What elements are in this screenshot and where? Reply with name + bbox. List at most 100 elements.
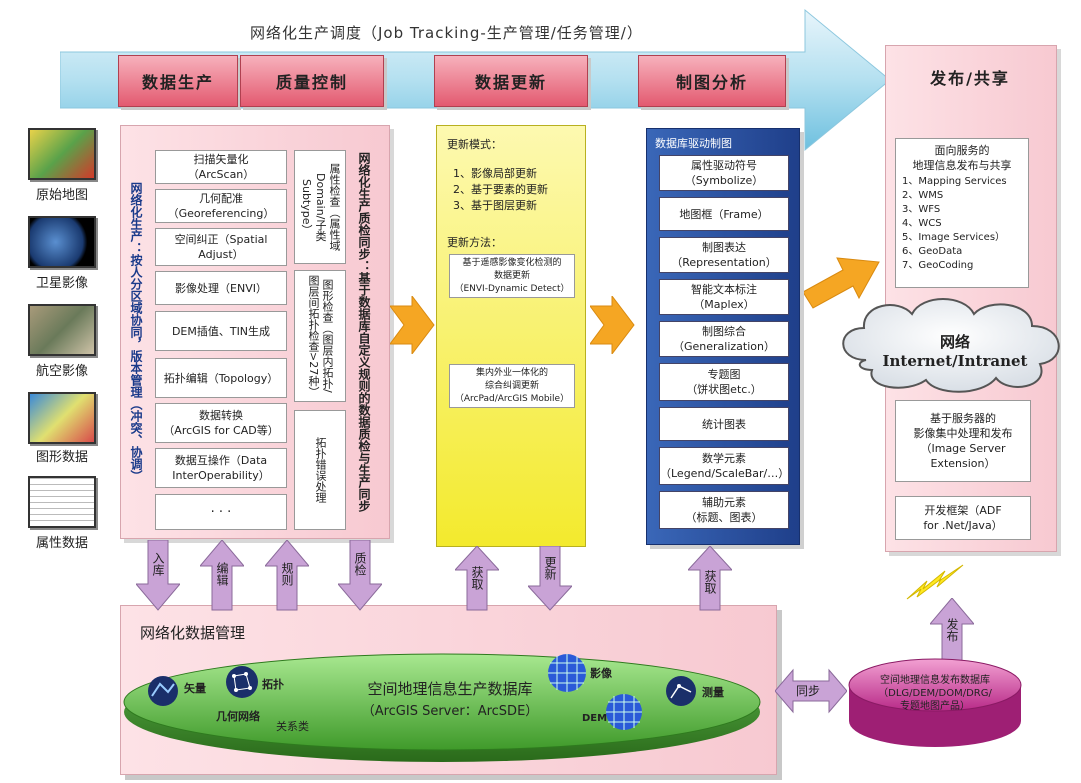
cartography-item: 制图表达 （Representation） [659, 237, 789, 273]
network-cloud-icon [842, 298, 1060, 393]
db-label-dem: DEM [582, 713, 608, 724]
db-label-vector: 矢量 [184, 682, 206, 695]
db-label-survey: 测量 [702, 686, 724, 699]
orange-arrow-icon [803, 257, 880, 309]
qc-sync-label: 网络化生产质检同步：基于数据库自定义规则的数据质检与生产同步 [357, 152, 371, 512]
image-grid-icon [548, 654, 586, 692]
side-label-graphic: 图形数据 [35, 450, 88, 465]
service-item: 2、WMS [902, 190, 944, 201]
publish-services-box: 面向服务的 地理信息发布与共享 1、Mapping Services 2、WMS… [895, 138, 1029, 288]
cartography-item: 智能文本标注 （Maplex） [659, 279, 789, 315]
update-mode-title: 更新模式： [447, 138, 502, 151]
image-server-box: 基于服务器的 影像集中处理和发布 （Image Server Extension… [895, 400, 1031, 482]
side-label-original-map: 原始地图 [35, 188, 88, 203]
aerial-image-icon [28, 304, 96, 356]
production-item: 影像处理（ENVI） [155, 271, 287, 305]
production-item: 空间纠正（Spatial Adjust） [155, 228, 287, 266]
update-method-mobile: 集内外业一体化的 综合纠调更新 （ArcPad/ArcGIS Mobile） [449, 364, 575, 408]
stage-data-production: 数据生产 [118, 55, 238, 107]
production-item: 数据转换 （ArcGIS for CAD等） [155, 403, 287, 443]
production-item: · · · [155, 494, 287, 530]
arrow-label-zhijian: 质检 [353, 552, 367, 576]
original-map-icon [28, 128, 96, 180]
db-label-relationship: 关系类 [276, 720, 309, 733]
stage-cartography: 制图分析 [638, 55, 786, 107]
publish-services-title: 面向服务的 地理信息发布与共享 [912, 144, 1012, 172]
service-item: 7、GeoCoding [902, 260, 974, 271]
diagram-title: 网络化生产调度（Job Tracking-生产管理/任务管理/） [250, 24, 643, 42]
arrow-up-icon [688, 546, 732, 611]
cartography-item: 统计图表 [659, 407, 789, 441]
dem-grid-icon [606, 694, 642, 730]
arrow-down-icon [338, 540, 382, 611]
qc-attribute-check: 属性检查（属性域Domain/子类Subtype） [294, 150, 346, 264]
production-item: 几何配准 （Georeferencing） [155, 189, 287, 223]
cartography-item: 属性驱动符号 （Symbolize） [659, 155, 789, 191]
attribute-data-icon [28, 476, 96, 528]
arrow-label-fabu: 发布 [945, 618, 959, 642]
survey-icon [666, 676, 696, 706]
update-method-title: 更新方法： [447, 236, 502, 249]
db-label-geometric-network: 几何网络 [216, 710, 260, 723]
db-label-topology: 拓扑 [262, 678, 284, 691]
arrow-label-huoqu: 获取 [470, 566, 484, 590]
db-subtitle: （ArcGIS Server：ArcSDE） [361, 704, 539, 719]
orange-arrow-icon [390, 296, 435, 354]
arrow-label-gengxin: 更新 [543, 556, 557, 580]
topology-icon [226, 666, 258, 698]
service-item: 4、WCS [902, 218, 942, 229]
stage-quality-control: 质量控制 [240, 55, 384, 107]
satellite-image-icon [28, 216, 96, 268]
arrow-label-ruku: 入库 [151, 552, 165, 576]
vector-icon [148, 676, 178, 706]
publish-database-icon [848, 658, 1022, 747]
graphic-data-icon [28, 392, 96, 444]
arrow-label-bianji: 编辑 [215, 562, 229, 586]
cartography-item: 辅助元素 （标题、图表） [659, 491, 789, 529]
publish-services-list: 1、Mapping Services 2、WMS 3、WFS 4、WCS 5、I… [902, 175, 1007, 273]
service-item: 5、Image Services） [902, 232, 1006, 243]
production-item: 数据互操作（Data InterOperability） [155, 448, 287, 488]
dev-framework-box: 开发框架（ADF for .Net/Java） [895, 496, 1031, 540]
production-side-label: 网络化生产：按人分区域协同，版本管理（冲突、协调） [129, 182, 143, 482]
arrow-label-guize: 规则 [280, 562, 294, 586]
arrow-up-icon [200, 540, 244, 611]
production-item: DEM插值、TIN生成 [155, 311, 287, 351]
production-item: 扫描矢量化 （ArcScan） [155, 150, 287, 184]
arrow-label-tongbu: 同步 [796, 684, 821, 698]
update-mode-item: 1、影像局部更新 [453, 167, 537, 180]
update-mode-item: 2、基于要素的更新 [453, 183, 548, 196]
cartography-item: 专题图 （饼状图etc.） [659, 363, 789, 401]
network-label: 网络 Internet/Intranet [882, 333, 1028, 370]
arrow-down-icon [136, 540, 180, 611]
cartography-item: 数学元素 （Legend/ScaleBar/…） [659, 447, 789, 485]
arrow-up-icon [265, 540, 309, 611]
arrow-up-icon [455, 546, 499, 611]
db-label-image: 影像 [590, 667, 612, 680]
service-item: 3、WFS [902, 204, 941, 215]
qc-topology-error: 拓扑错误处理 [294, 410, 346, 530]
sync-double-arrow-icon [775, 668, 847, 714]
side-label-attribute: 属性数据 [35, 536, 88, 551]
cartography-item: 制图综合 （Generalization） [659, 321, 789, 357]
cartography-title: 数据库驱动制图 [655, 137, 732, 150]
cartography-item: 地图框（Frame） [659, 197, 789, 231]
qc-graphic-check: 图形检查（图层内拓扑/图层间拓扑检查>27种） [294, 270, 346, 402]
side-label-satellite: 卫星影像 [35, 276, 88, 291]
update-method-detection: 基于遥感影像变化检测的 数据更新 （ENVI-Dynamic Detect） [449, 254, 575, 298]
lightning-icon [906, 564, 964, 600]
update-modes: 1、影像局部更新 2、基于要素的更新 3、基于图层更新 [453, 166, 548, 214]
production-database [123, 653, 761, 762]
cartography-panel: 数据库驱动制图 属性驱动符号 （Symbolize） 地图框（Frame） 制图… [646, 128, 800, 545]
stage-publish-share: 发布/共享 [930, 69, 1010, 88]
arrow-label-huoqu2: 获取 [703, 570, 717, 594]
service-item: 1、Mapping Services [902, 176, 1007, 187]
db-title: 空间地理信息生产数据库 [367, 680, 533, 698]
service-item: 6、GeoData [902, 246, 963, 257]
stage-data-update: 数据更新 [434, 55, 588, 107]
orange-arrow-icon [590, 296, 635, 354]
arrow-down-icon [528, 546, 572, 611]
publish-db-label: 空间地理信息发布数据库 （DLG/DEM/DOM/DRG/ 专题地图产品） [878, 675, 992, 712]
production-item: 拓扑编辑（Topology） [155, 358, 287, 398]
update-mode-item: 3、基于图层更新 [453, 199, 537, 212]
